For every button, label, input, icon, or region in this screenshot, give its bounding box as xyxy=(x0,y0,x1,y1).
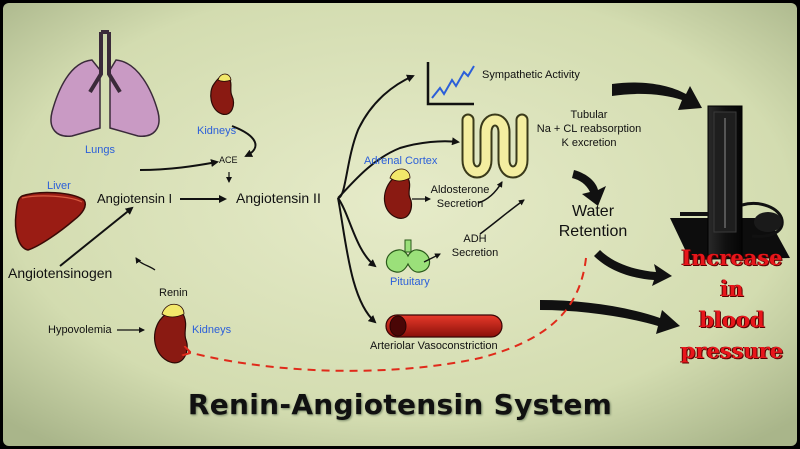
water-line-1: Water xyxy=(571,203,615,220)
tubular-line-1: Tubular xyxy=(570,109,608,121)
liver-label: Liver xyxy=(47,180,71,192)
ace-label: ACE xyxy=(219,155,238,165)
increase-bp-label: Increase in blood pressure xyxy=(664,242,800,366)
diagram-title: Renin-Angiotensin System xyxy=(187,388,613,421)
angiotensin2-label: Angiotensin II xyxy=(236,190,321,206)
tubular-line-2: Na + CL reabsorption xyxy=(536,123,642,135)
adh-line-1: ADH xyxy=(463,233,487,245)
increase-line-1: Increase xyxy=(681,245,783,270)
tubular-line-3: K excretion xyxy=(561,137,617,149)
aldosterone-line-1: Aldosterone xyxy=(430,184,490,196)
kidney-bottom-icon xyxy=(153,303,188,364)
lungs-icon xyxy=(50,30,160,137)
blood-vessel-icon xyxy=(385,314,503,338)
pituitary-icon xyxy=(385,239,431,273)
angiotensinogen-label: Angiotensinogen xyxy=(8,265,113,281)
aldosterone-label: Aldosterone Secretion xyxy=(425,183,495,211)
aldosterone-line-2: Secretion xyxy=(436,198,484,210)
tubule-icon xyxy=(461,113,529,179)
increase-line-2: in xyxy=(720,276,744,301)
kidney-top-icon xyxy=(210,73,235,116)
increase-line-4: pressure xyxy=(680,338,784,363)
adh-label: ADH Secretion xyxy=(440,232,510,260)
sympathetic-graph-icon xyxy=(426,62,475,106)
hypovolemia-label: Hypovolemia xyxy=(48,324,112,336)
liver-icon xyxy=(14,191,86,251)
diagram-background xyxy=(3,3,797,446)
sympathetic-label: Sympathetic Activity xyxy=(482,69,580,81)
adh-line-2: Secretion xyxy=(451,247,499,259)
adrenal-cortex-label: Adrenal Cortex xyxy=(364,155,438,167)
arteriolar-label: Arteriolar Vasoconstriction xyxy=(370,340,498,352)
water-line-2: Retention xyxy=(558,223,628,240)
pituitary-label: Pituitary xyxy=(390,276,430,288)
tubular-label: Tubular Na + CL reabsorption K excretion xyxy=(534,108,644,150)
adrenal-kidney-icon xyxy=(383,168,413,219)
increase-line-3: blood xyxy=(699,307,765,332)
bp-monitor-icon xyxy=(670,105,790,260)
thick-arrows xyxy=(540,82,702,334)
water-retention-label: Water Retention xyxy=(538,202,648,242)
lungs-label: Lungs xyxy=(85,144,115,156)
kidneys-top-label: Kidneys xyxy=(197,125,237,137)
feedback-dashed-arrow xyxy=(188,257,587,372)
renin-label: Renin xyxy=(159,287,188,299)
kidneys-bottom-label: Kidneys xyxy=(192,324,232,336)
pathway-arrows xyxy=(59,74,525,333)
angiotensin1-label: Angiotensin I xyxy=(97,191,173,206)
